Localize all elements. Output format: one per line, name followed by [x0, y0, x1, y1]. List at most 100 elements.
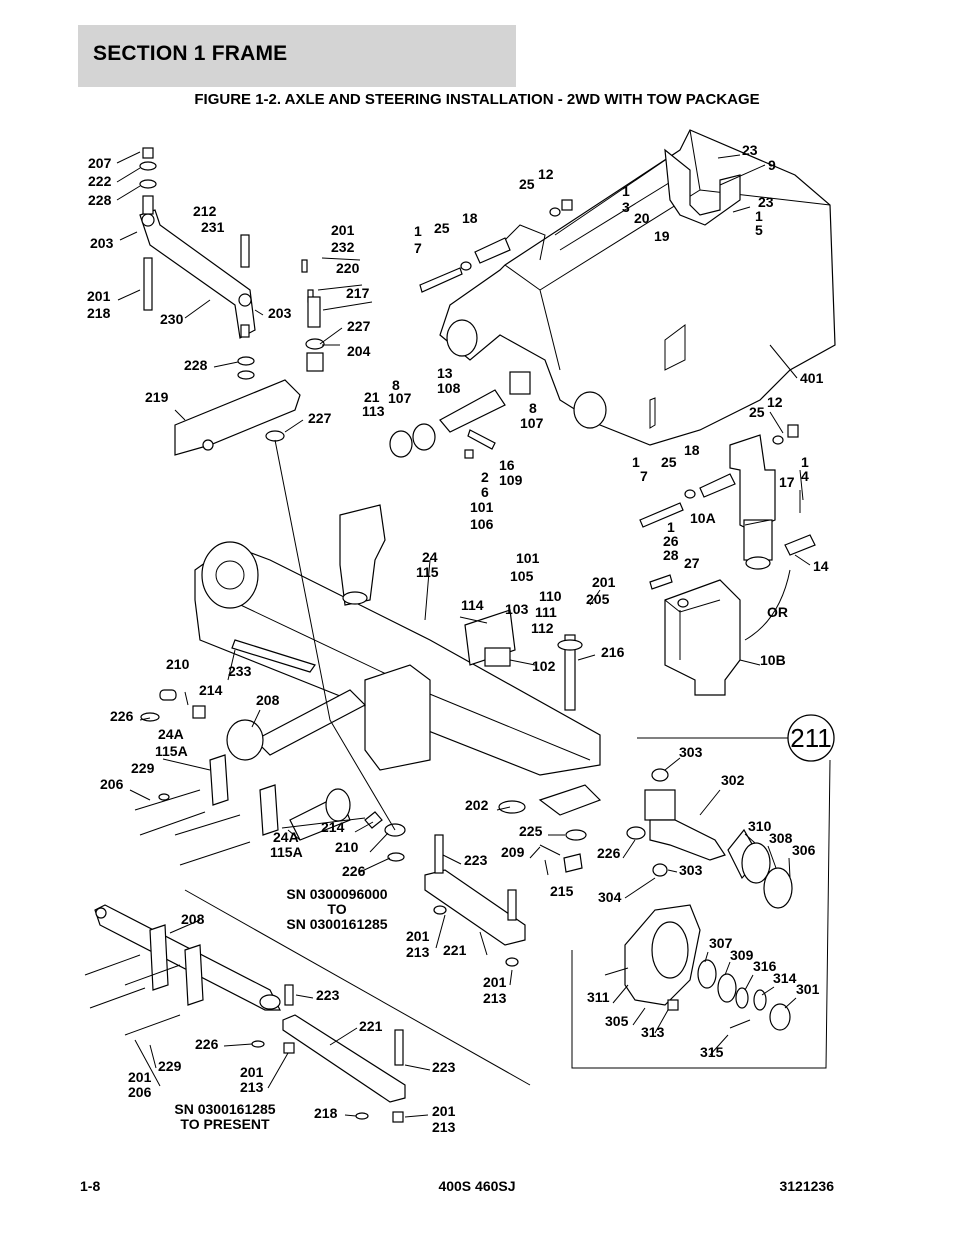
callout-221: 221	[443, 942, 467, 958]
callout-115A: 115A	[270, 844, 303, 860]
detail-callout-circle	[787, 714, 835, 762]
callout-28: 28	[663, 547, 679, 563]
callout-310: 310	[748, 818, 772, 834]
callout-226: 226	[597, 845, 621, 861]
callout-201: 201	[240, 1064, 264, 1080]
callout-209: 209	[501, 844, 525, 860]
callout-225: 225	[519, 823, 543, 839]
bolts-left	[134, 689, 406, 866]
callout-101: 101	[516, 550, 540, 566]
callout-303: 303	[679, 862, 703, 878]
callout-213: 213	[406, 944, 430, 960]
callout-25: 25	[434, 220, 450, 236]
callout-25: 25	[749, 404, 765, 420]
callout-102: 102	[532, 658, 556, 674]
model-name: 400S 460SJ	[438, 1178, 516, 1194]
callout-103: 103	[505, 601, 529, 617]
callout-216: 216	[601, 644, 625, 660]
callout-233: 233	[228, 663, 252, 679]
tie-rod-upper	[424, 800, 587, 967]
callout-1: 1	[622, 183, 630, 199]
callout-105: 105	[510, 568, 534, 584]
callout-18: 18	[462, 210, 478, 226]
detail-callout-211: 211	[790, 723, 831, 753]
figure-title: FIGURE 1-2. AXLE AND STEERING INSTALLATI…	[194, 91, 760, 108]
callout-206: 206	[128, 1084, 152, 1100]
callout-311: 311	[587, 989, 610, 1005]
callout-204: 204	[347, 343, 371, 359]
axle-assembly	[194, 504, 602, 841]
serial-note-line: SN 0300161285	[174, 1101, 275, 1117]
callout-301: 301	[796, 981, 820, 997]
callout-25: 25	[519, 176, 535, 192]
callout-201: 201	[592, 574, 616, 590]
callout-115A: 115A	[155, 743, 188, 759]
callout-232: 232	[331, 239, 355, 255]
callout-303: 303	[679, 744, 703, 760]
callout-26: 26	[663, 533, 679, 549]
callout-221: 221	[359, 1018, 383, 1034]
callout-229: 229	[131, 760, 155, 776]
callout-214: 214	[321, 819, 345, 835]
section-tab	[78, 25, 516, 87]
callout-16: 16	[499, 457, 515, 473]
callout-304: 304	[598, 889, 622, 905]
callout-212: 212	[193, 203, 217, 219]
callout-201: 201	[331, 222, 355, 238]
callout-6: 6	[481, 484, 489, 500]
callout-18: 18	[684, 442, 700, 458]
frame-assembly	[439, 129, 836, 446]
document-number: 3121236	[779, 1178, 834, 1194]
detail-211-hub-assembly	[571, 714, 835, 1069]
callout-27: 27	[684, 555, 700, 571]
callout-7: 7	[414, 240, 422, 256]
callout-308: 308	[769, 830, 793, 846]
callout-12: 12	[538, 166, 554, 182]
callout-2: 2	[481, 469, 489, 485]
callout-229: 229	[158, 1058, 182, 1074]
callout-213: 213	[432, 1119, 456, 1135]
callout-1: 1	[801, 454, 809, 470]
callout-5: 5	[755, 222, 763, 238]
callout-17: 17	[779, 474, 795, 490]
callout-227: 227	[347, 318, 371, 334]
callout-24A: 24A	[273, 829, 299, 845]
callout-3: 3	[622, 199, 630, 215]
callout-7: 7	[640, 468, 648, 484]
callout-203: 203	[268, 305, 292, 321]
callout-206: 206	[100, 776, 124, 792]
serial-note-line: TO	[327, 901, 346, 917]
callout-313: 313	[641, 1024, 665, 1040]
callout-24A: 24A	[158, 726, 184, 742]
callout-228: 228	[88, 192, 112, 208]
callout-213: 213	[240, 1079, 264, 1095]
callout-109: 109	[499, 472, 523, 488]
callout-214: 214	[199, 682, 223, 698]
lower-axle-assembly	[84, 889, 531, 1123]
callout-306: 306	[792, 842, 816, 858]
callout-226: 226	[110, 708, 134, 724]
serial-note-line: SN 0300161285	[286, 916, 387, 932]
callout-201: 201	[128, 1069, 152, 1085]
callout-115: 115	[416, 564, 439, 580]
callout-205: 205	[586, 591, 610, 607]
callout-201: 201	[432, 1103, 456, 1119]
callout-14: 14	[813, 558, 829, 574]
callout-106: 106	[470, 516, 494, 532]
callout-230: 230	[160, 311, 184, 327]
callout-218: 218	[314, 1105, 338, 1121]
callout-218: 218	[87, 305, 111, 321]
callout-113: 113	[362, 403, 385, 419]
callout-24: 24	[422, 549, 438, 565]
callout-223: 223	[316, 987, 340, 1003]
callout-OR: OR	[767, 604, 788, 620]
callout-201: 201	[87, 288, 111, 304]
callout-207: 207	[88, 155, 112, 171]
callout-223: 223	[464, 852, 488, 868]
callout-25: 25	[661, 454, 677, 470]
callout-114: 114	[461, 597, 484, 613]
callout-210: 210	[166, 656, 190, 672]
callout-13: 13	[437, 365, 453, 381]
callout-226: 226	[342, 863, 366, 879]
